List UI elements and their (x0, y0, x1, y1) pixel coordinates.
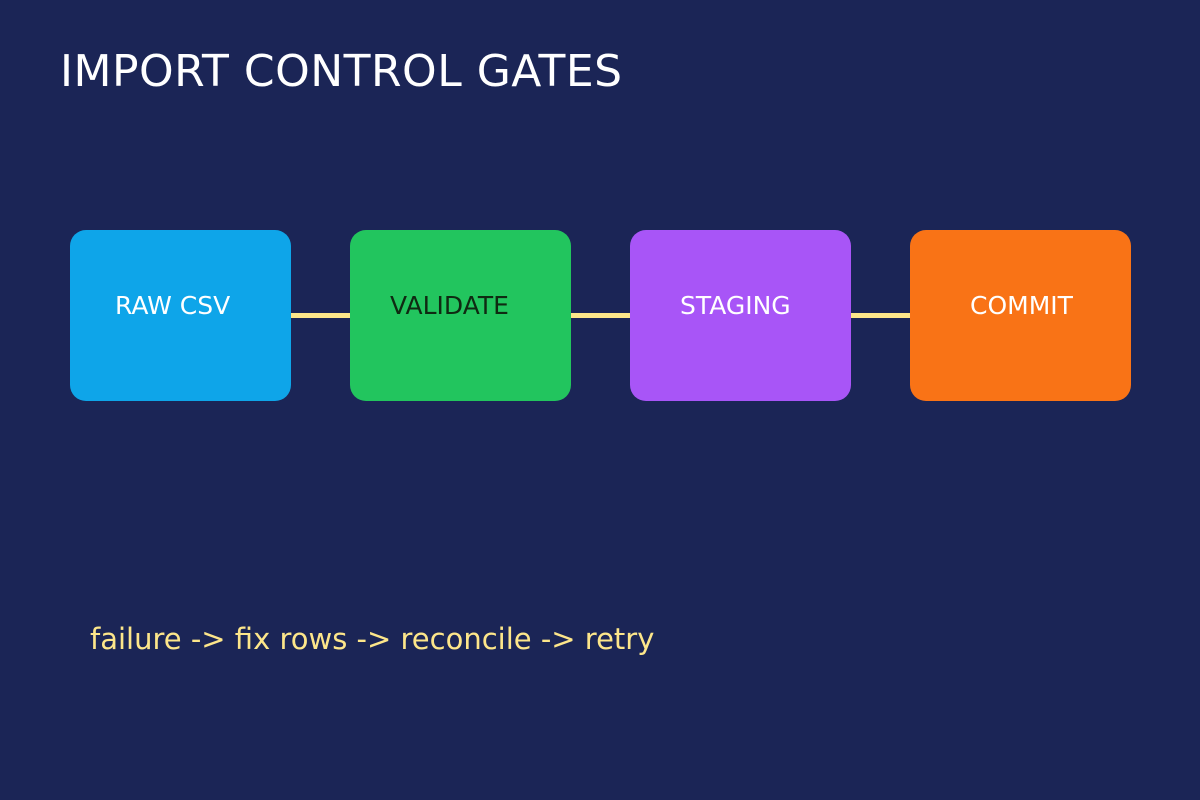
stage-label: VALIDATE (390, 291, 509, 320)
stage-validate: VALIDATE (350, 230, 571, 401)
page-title: IMPORT CONTROL GATES (60, 46, 623, 97)
stage-label: COMMIT (970, 291, 1073, 320)
connector-staging-to-commit (850, 313, 912, 318)
retry-path-note: failure -> fix rows -> reconcile -> retr… (90, 622, 655, 656)
stage-label: STAGING (680, 291, 791, 320)
connector-raw-to-validate (290, 313, 352, 318)
connector-validate-to-staging (570, 313, 632, 318)
stage-commit: COMMIT (910, 230, 1131, 401)
stage-raw-csv: RAW CSV (70, 230, 291, 401)
stage-label: RAW CSV (115, 291, 231, 320)
stage-staging: STAGING (630, 230, 851, 401)
